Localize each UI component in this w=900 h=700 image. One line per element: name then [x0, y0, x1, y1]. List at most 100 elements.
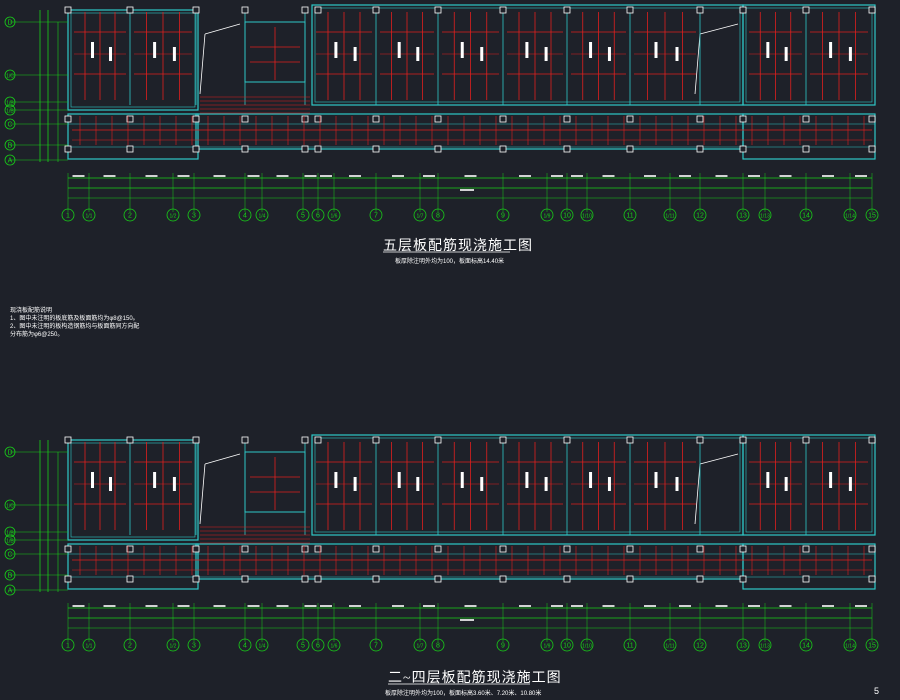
- row-axis-bubble: [4, 104, 16, 116]
- column-axis-bubble: [61, 208, 75, 222]
- column-axis-bubble: [540, 208, 554, 222]
- column-axis-bubble: [560, 208, 574, 222]
- column-axis-label: 8: [436, 213, 440, 220]
- slab-thickness-mark: [172, 477, 176, 491]
- column-axis-bubble: [327, 208, 341, 222]
- plan-title-second-fourth-floor: 二~四层板配筋现浇施工图: [388, 671, 562, 686]
- structural-column: [192, 115, 200, 123]
- column-axis-label: 11: [626, 213, 633, 220]
- dimension-text: [213, 175, 226, 177]
- column-axis-label: 1: [66, 213, 70, 220]
- row-axis-bubble: [4, 548, 16, 560]
- dimension-text: [349, 175, 361, 177]
- column-axis-label: 15: [868, 643, 876, 650]
- structural-column: [126, 6, 134, 14]
- dimension-text: [247, 605, 260, 607]
- wall-outline: [195, 543, 744, 580]
- stair-line: [694, 33, 701, 95]
- slab-thickness-mark: [153, 472, 157, 488]
- slab-thickness-mark: [416, 47, 420, 61]
- structural-column: [626, 115, 634, 123]
- dimension-text: [145, 605, 158, 607]
- column-axis-bubble: [623, 638, 637, 652]
- structural-column: [192, 436, 200, 444]
- dimension-text: [644, 605, 656, 607]
- structural-column: [126, 115, 134, 123]
- dimension-text: [602, 605, 615, 607]
- structural-column: [314, 145, 322, 153]
- column-axis-bubble: [758, 208, 772, 222]
- slab-thickness-mark: [460, 472, 464, 488]
- structural-column: [563, 545, 571, 553]
- structural-column: [301, 545, 309, 553]
- column-axis-bubble: [413, 208, 427, 222]
- row-axis-label: D: [7, 450, 12, 457]
- dimension-text: [855, 175, 867, 177]
- structural-column: [626, 145, 634, 153]
- dimension-text: [644, 175, 656, 177]
- slab-thickness-mark: [829, 42, 833, 58]
- column-axis-label: 15: [868, 213, 876, 220]
- column-axis-label: 1/7: [417, 644, 424, 650]
- column-axis-bubble: [255, 638, 269, 652]
- structural-column: [739, 575, 747, 583]
- structural-column: [626, 6, 634, 14]
- column-axis-label: 12: [696, 643, 704, 650]
- structural-column: [802, 436, 810, 444]
- column-axis-bubble: [238, 208, 252, 222]
- structural-column: [241, 145, 249, 153]
- column-axis-label: 1/1: [86, 214, 93, 220]
- dimension-text: [822, 605, 834, 607]
- structural-column: [563, 575, 571, 583]
- structural-column: [739, 145, 747, 153]
- structural-column: [434, 436, 442, 444]
- column-axis-label: 6: [316, 213, 320, 220]
- column-axis-bubble: [431, 638, 445, 652]
- structural-column: [126, 575, 134, 583]
- column-axis-bubble: [61, 638, 75, 652]
- slab-thickness-mark: [153, 42, 157, 58]
- column-axis-bubble: [311, 638, 325, 652]
- column-axis-bubble: [758, 638, 772, 652]
- row-axis-bubble: [4, 526, 16, 538]
- dimension-text: [320, 605, 332, 607]
- dimension-text: [320, 175, 332, 177]
- dimension-text: [423, 605, 435, 607]
- slab-thickness-mark: [109, 47, 112, 61]
- structural-column: [192, 545, 200, 553]
- structural-column: [434, 115, 442, 123]
- column-axis-bubble: [166, 638, 180, 652]
- slab-thickness-mark: [334, 42, 338, 58]
- column-axis-bubble: [166, 208, 180, 222]
- structural-column: [739, 6, 747, 14]
- notes-heading: 现浇板配筋说明: [10, 308, 53, 314]
- slab-thickness-mark: [334, 472, 338, 488]
- structural-column: [499, 115, 507, 123]
- column-axis-label: 1/2: [170, 214, 177, 220]
- column-axis-bubble: [693, 638, 707, 652]
- structural-column: [64, 145, 72, 153]
- dimension-text: [855, 605, 867, 607]
- structural-column: [372, 545, 380, 553]
- dimension-text: [748, 605, 760, 607]
- dimension-text: [460, 619, 474, 621]
- column-axis-bubble: [736, 208, 750, 222]
- structural-column: [499, 545, 507, 553]
- dimension-text: [822, 175, 834, 177]
- column-axis-bubble: [255, 208, 269, 222]
- structural-column: [241, 436, 249, 444]
- structural-column: [868, 545, 876, 553]
- column-axis-bubble: [663, 208, 677, 222]
- column-axis-label: 1/11: [665, 644, 675, 650]
- slab-thickness-mark: [525, 42, 529, 58]
- wall-outline: [314, 437, 741, 533]
- wall-outline: [67, 439, 199, 541]
- row-axis-label: 1/B: [6, 101, 14, 107]
- structural-column: [301, 145, 309, 153]
- structural-column: [563, 6, 571, 14]
- row-axis-bubble: [4, 16, 16, 28]
- column-axis-label: 7: [374, 643, 378, 650]
